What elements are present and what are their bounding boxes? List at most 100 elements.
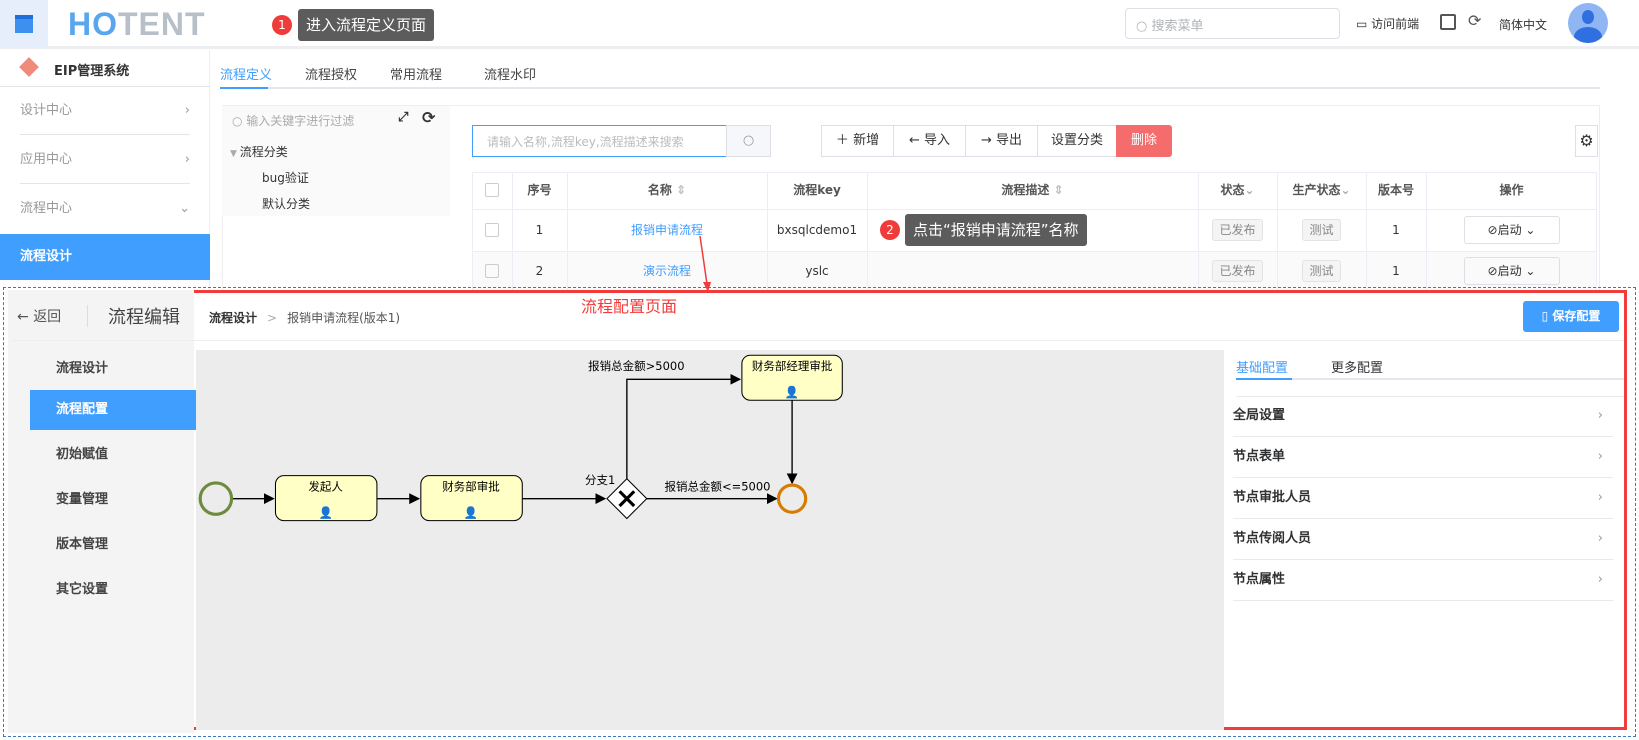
system-title: EIP管理系统 bbox=[0, 50, 210, 87]
tab-basic-config[interactable]: 基础配置 bbox=[1236, 361, 1289, 376]
menu-flow-design[interactable]: 流程设计 bbox=[56, 361, 109, 376]
start-button[interactable]: ⊘启动 ⌄ bbox=[1463, 257, 1560, 285]
save-config-button[interactable]: ▯ 保存配置 bbox=[1523, 301, 1619, 332]
user-icon: 👤 bbox=[319, 505, 333, 519]
refresh-icon[interactable]: ⟳ bbox=[1468, 11, 1482, 30]
editor-title: 流程编辑 bbox=[108, 307, 180, 328]
sort-icon: ⇕ bbox=[1053, 183, 1064, 197]
sidebar-item-flow-design[interactable]: 流程设计 bbox=[0, 234, 210, 280]
task-node: 财务部审批👤 bbox=[420, 475, 523, 522]
column-header-prod-status[interactable]: 生产状态⌄ bbox=[1292, 183, 1351, 197]
step-badge-2: 2 bbox=[880, 220, 900, 240]
config-item-node-form[interactable]: 节点表单› bbox=[1233, 437, 1613, 478]
tab-more-config[interactable]: 更多配置 bbox=[1331, 361, 1384, 376]
overlay-label: 流程配置页面 bbox=[581, 297, 678, 316]
menu-initial-values[interactable]: 初始赋值 bbox=[56, 447, 109, 462]
active-tab-indicator bbox=[220, 87, 268, 89]
search-icon: ○ bbox=[742, 133, 755, 148]
system-logo-icon bbox=[19, 57, 39, 77]
menu-icon bbox=[15, 15, 33, 33]
export-button[interactable]: → 导出 bbox=[965, 125, 1038, 157]
chevron-right-icon: › bbox=[184, 152, 190, 167]
flow-name-link[interactable]: 报销申请流程 bbox=[630, 223, 703, 237]
visit-front-link[interactable]: ▭ 访问前端 bbox=[1356, 17, 1420, 31]
tab-common-flow[interactable]: 常用流程 bbox=[390, 68, 443, 83]
monitor-icon: ▭ bbox=[1356, 17, 1372, 31]
avatar[interactable] bbox=[1568, 3, 1608, 43]
language-select[interactable]: 简体中文 bbox=[1499, 18, 1548, 32]
step-badge-1: 1 bbox=[272, 15, 292, 35]
tree-filter-input[interactable]: ○ 输入关键字进行过滤 bbox=[232, 114, 355, 128]
annotation-arrow bbox=[699, 235, 711, 292]
sidebar-item-design-center[interactable]: 设计中心› bbox=[20, 87, 190, 135]
menu-search-input[interactable]: ○ 搜索菜单 bbox=[1125, 8, 1340, 39]
config-item-approvers[interactable]: 节点审批人员› bbox=[1233, 478, 1613, 519]
selection-frame bbox=[3, 287, 1636, 737]
start-event bbox=[198, 481, 234, 516]
search-button[interactable]: ○ bbox=[726, 125, 771, 157]
flow-search-input[interactable]: 请输入名称,流程key,流程描述来搜索 bbox=[472, 125, 727, 157]
menu-versions[interactable]: 版本管理 bbox=[56, 537, 109, 552]
select-all-checkbox[interactable] bbox=[485, 183, 499, 197]
breadcrumb-item[interactable]: 流程设计 bbox=[209, 311, 258, 325]
settings-gear-icon[interactable]: ⚙ bbox=[1575, 125, 1598, 157]
menu-other-settings[interactable]: 其它设置 bbox=[56, 582, 109, 597]
menu-variables[interactable]: 变量管理 bbox=[56, 492, 109, 507]
step-tooltip-1: 进入流程定义页面 bbox=[298, 9, 435, 41]
tab-flow-watermark[interactable]: 流程水印 bbox=[484, 68, 537, 83]
breadcrumb-item: 报销申请流程(版本1) bbox=[287, 311, 401, 325]
flow-name-link[interactable]: 演示流程 bbox=[642, 264, 691, 278]
add-button[interactable]: ＋ 新增 bbox=[821, 125, 894, 157]
sort-icon: ⇕ bbox=[676, 183, 687, 197]
chevron-down-icon: ⌄ bbox=[179, 201, 190, 216]
delete-button[interactable]: 删除 bbox=[1116, 125, 1172, 157]
filter-chevron-icon: ⌄ bbox=[1340, 183, 1351, 197]
condition-label: 报销总金额<=5000 bbox=[665, 479, 771, 493]
tree-node-root[interactable]: ▼ 流程分类 bbox=[230, 145, 288, 159]
tree-node[interactable]: 默认分类 bbox=[262, 197, 311, 211]
expand-icon[interactable]: ⤢ bbox=[398, 110, 409, 125]
svg-text:发起人: 发起人 bbox=[308, 479, 343, 493]
menu-flow-config[interactable]: 流程配置 bbox=[30, 390, 197, 430]
flow-diagram-canvas[interactable]: 发起人👤 财务部审批👤 财务部经理审批👤 分支1 报销总金额>5000 报销总金… bbox=[196, 350, 1224, 730]
top-header: HOTENT ○ 搜索菜单 ▭ 访问前端 ⟳ 简体中文 bbox=[0, 0, 1639, 49]
row-checkbox[interactable] bbox=[485, 264, 499, 278]
config-item-global[interactable]: 全局设置› bbox=[1233, 396, 1613, 437]
fullscreen-icon[interactable] bbox=[1440, 14, 1456, 30]
flow-config-page: ← 返回 流程编辑 流程设计>报销申请流程(版本1) 流程配置页面 ▯ 保存配置… bbox=[8, 290, 1627, 733]
tree-node[interactable]: bug验证 bbox=[262, 171, 309, 185]
svg-text:财务部经理审批: 财务部经理审批 bbox=[752, 359, 833, 373]
chevron-right-icon: › bbox=[1597, 449, 1603, 464]
column-header-version: 版本号 bbox=[1377, 183, 1414, 197]
config-item-node-properties[interactable]: 节点属性› bbox=[1233, 560, 1613, 601]
column-header-status[interactable]: 状态⌄ bbox=[1220, 183, 1255, 197]
user-icon: 👤 bbox=[785, 385, 799, 399]
start-button[interactable]: ⊘启动 ⌄ bbox=[1463, 216, 1560, 244]
back-button[interactable]: ← 返回 bbox=[17, 309, 62, 325]
prod-status-badge: 测试 bbox=[1302, 219, 1341, 241]
column-header-name[interactable]: 名称 ⇕ bbox=[647, 183, 687, 197]
svg-text:财务部审批: 财务部审批 bbox=[442, 479, 500, 493]
tab-flow-auth[interactable]: 流程授权 bbox=[305, 68, 358, 83]
chevron-right-icon: › bbox=[1597, 572, 1603, 587]
column-header-key: 流程key bbox=[793, 183, 841, 197]
sidebar: EIP管理系统 设计中心› 应用中心› 流程中心⌄ 流程设计 bbox=[0, 50, 210, 290]
status-badge: 已发布 bbox=[1212, 219, 1263, 241]
logo: HOTENT bbox=[68, 6, 206, 42]
filter-chevron-icon: ⌄ bbox=[1244, 183, 1255, 197]
import-button[interactable]: ← 导入 bbox=[893, 125, 966, 157]
sidebar-item-flow-center[interactable]: 流程中心⌄ bbox=[20, 185, 190, 233]
menu-toggle-button[interactable] bbox=[0, 0, 48, 48]
task-node: 发起人 👤 bbox=[274, 475, 378, 522]
sidebar-item-app-center[interactable]: 应用中心› bbox=[20, 136, 190, 184]
end-event bbox=[776, 483, 808, 514]
set-category-button[interactable]: 设置分类 bbox=[1037, 125, 1117, 157]
column-header-desc[interactable]: 流程描述 ⇕ bbox=[1001, 183, 1064, 197]
row-checkbox[interactable] bbox=[485, 223, 499, 237]
condition-label: 报销总金额>5000 bbox=[588, 359, 684, 373]
refresh-tree-icon[interactable]: ⟳ bbox=[422, 108, 436, 127]
tab-flow-definition[interactable]: 流程定义 bbox=[220, 68, 273, 83]
search-icon: ○ bbox=[1136, 19, 1152, 34]
status-badge: 已发布 bbox=[1212, 260, 1263, 282]
config-item-cc-users[interactable]: 节点传阅人员› bbox=[1233, 519, 1613, 560]
